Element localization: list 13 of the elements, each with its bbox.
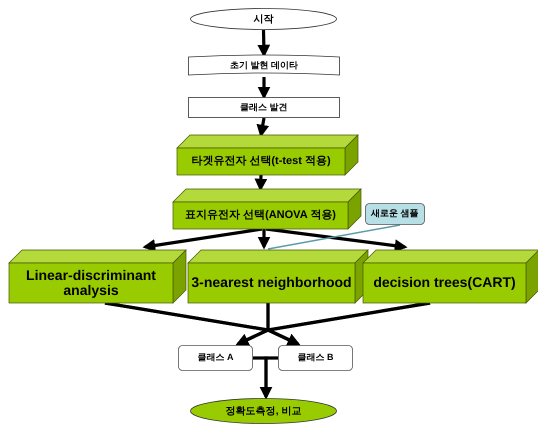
result-ellipse: 정확도측정, 비교 <box>190 398 337 424</box>
leader-line <box>268 224 400 250</box>
class-box: 클래스 A <box>178 345 253 371</box>
data-box: 초기 발현 데이타 <box>188 55 340 77</box>
arrow <box>258 229 270 250</box>
callout-box: 새로운 샘플 <box>365 203 425 225</box>
arrow <box>258 77 270 100</box>
start-ellipse: 시작 <box>190 8 337 30</box>
class-box: 클래스 B <box>278 345 353 371</box>
process-box: 클래스 발견 <box>188 97 340 118</box>
arrow <box>266 227 408 252</box>
arrow <box>142 227 262 252</box>
arrow <box>260 356 278 400</box>
